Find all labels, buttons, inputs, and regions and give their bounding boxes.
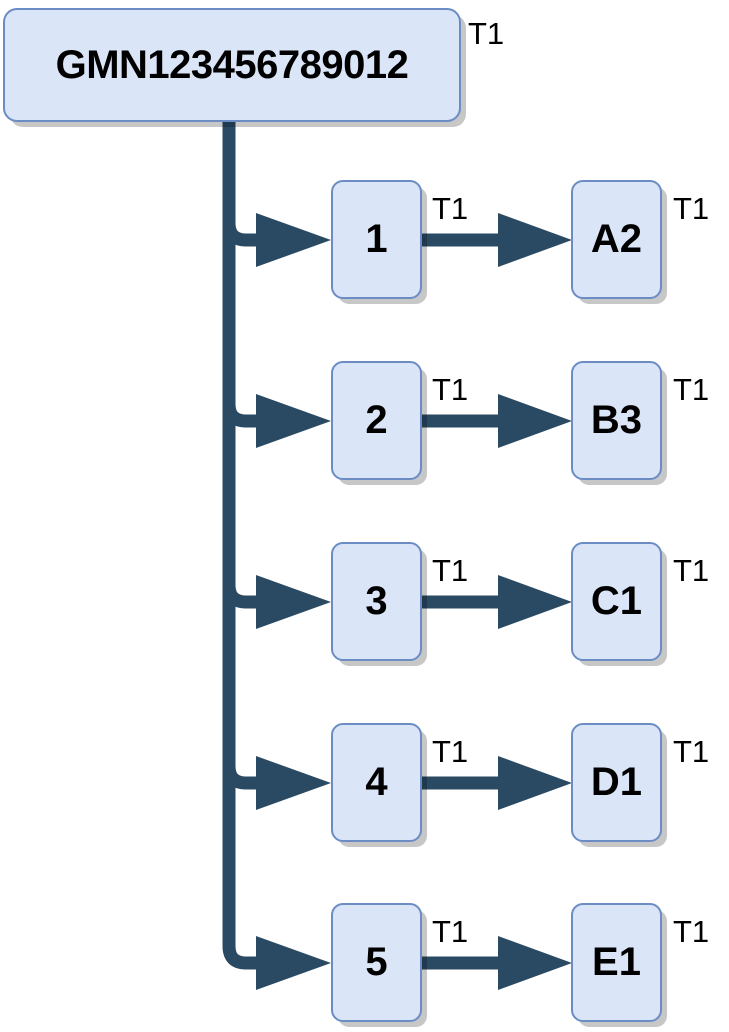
node-leaf-1[interactable]: A2 [571,180,662,299]
node-leaf-4[interactable]: D1 [571,723,662,842]
leaf-arrow-1 [498,213,572,267]
node-middle-1-tag: T1 [432,191,469,226]
leaf-arrow-2 [498,394,572,448]
node-root-label: GMN123456789012 [55,42,409,87]
node-leaf-2-tag: T1 [673,372,710,407]
leaf-arrow-5 [498,936,572,990]
node-middle-4[interactable]: 4 [331,723,422,842]
node-middle-3[interactable]: 3 [331,542,422,661]
node-leaf-1-tag: T1 [673,191,710,226]
branch-arrow-3 [256,575,331,629]
branch-arrow-1 [256,213,331,267]
node-leaf-5[interactable]: E1 [571,903,662,1022]
node-middle-1[interactable]: 1 [331,180,422,299]
node-middle-2[interactable]: 2 [331,361,422,480]
node-middle-5-tag: T1 [432,914,469,949]
node-middle-3-label: 3 [365,579,388,623]
node-leaf-5-label: E1 [592,940,641,984]
node-leaf-5-tag: T1 [673,914,710,949]
node-middle-1-label: 1 [365,217,388,261]
node-leaf-4-tag: T1 [673,734,710,769]
node-leaf-3-tag: T1 [673,553,710,588]
node-leaf-2[interactable]: B3 [571,361,662,480]
leaf-arrow-3 [498,575,572,629]
branch-arrow-4 [256,756,331,810]
branch-edge-2 [222,403,258,428]
node-middle-3-tag: T1 [432,553,469,588]
node-middle-5[interactable]: 5 [331,903,422,1022]
node-leaf-1-label: A2 [590,217,643,261]
leaf-arrow-4 [498,756,572,810]
branch-arrow-5 [256,936,331,990]
node-root-tag: T1 [468,16,505,51]
node-leaf-3-label: C1 [590,579,643,623]
node-middle-5-label: 5 [365,940,388,984]
trunk-edge [222,120,258,970]
node-leaf-4-label: D1 [590,760,643,804]
branch-arrow-2 [256,394,331,448]
branch-edge-4 [222,765,258,790]
node-middle-4-label: 4 [365,760,388,804]
node-middle-4-tag: T1 [432,734,469,769]
node-middle-2-label: 2 [365,398,388,442]
node-leaf-2-label: B3 [590,398,643,442]
node-middle-2-tag: T1 [432,372,469,407]
node-leaf-3[interactable]: C1 [571,542,662,661]
branch-edge-1 [222,222,258,247]
node-root[interactable]: GMN123456789012 [3,8,461,122]
branch-edge-3 [222,584,258,609]
